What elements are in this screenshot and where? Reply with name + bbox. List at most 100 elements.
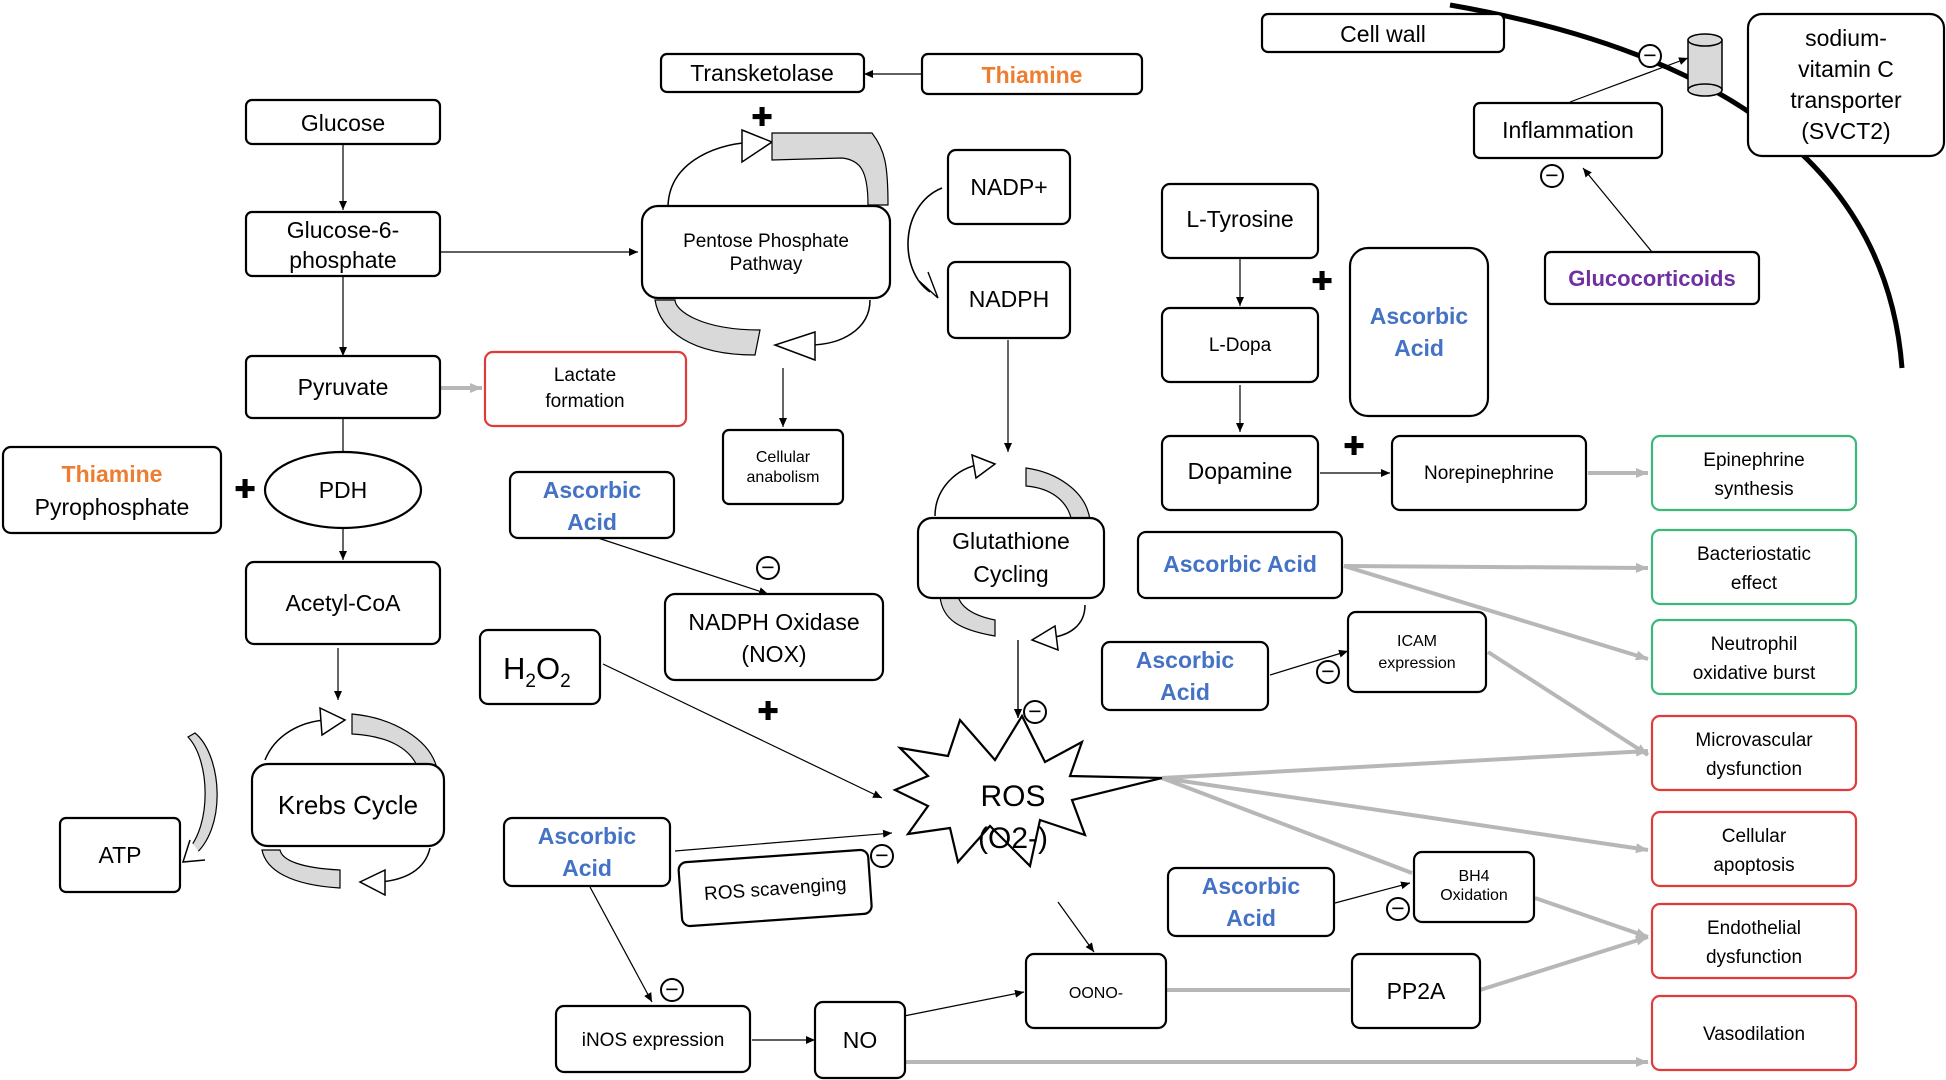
minus-icon: − (660, 976, 684, 1002)
svg-text:−: − (1643, 42, 1656, 68)
ros-node: ROS(O2-) (892, 713, 1163, 869)
oono-node: OONO- (1024, 952, 1168, 1030)
plus-icon: ✚ (1311, 266, 1333, 296)
nadp-node: NADP+ (946, 148, 1072, 226)
svg-text:iNOS expression: iNOS expression (582, 1030, 725, 1051)
svg-text:ROS(O2-): ROS(O2-) (978, 780, 1048, 855)
svg-text:L-Tyrosine: L-Tyrosine (1186, 206, 1293, 232)
nadph-node: NADPH (946, 260, 1072, 340)
inos-expression-node: iNOS expression (554, 1004, 752, 1074)
acetyl-coa-node: Acetyl-CoA (244, 560, 442, 646)
svg-text:−: − (1321, 658, 1334, 684)
svg-text:Acetyl-CoA: Acetyl-CoA (285, 590, 401, 616)
svg-text:−: − (875, 842, 888, 868)
svg-text:NO: NO (843, 1027, 878, 1053)
connectors (334, 57, 1689, 1067)
nadp-cycle-arrow (907, 187, 943, 299)
cell-wall-label: Cell wall (1260, 12, 1506, 54)
minus-icon: − (1540, 162, 1564, 188)
minus-icon: − (1386, 895, 1410, 921)
svg-text:OONO-: OONO- (1069, 985, 1123, 1002)
atp-node: ATP (58, 816, 182, 894)
pp2a-node: PP2A (1350, 952, 1482, 1030)
minus-icon: − (1638, 42, 1662, 68)
svg-text:Glucose-6-phosphate: Glucose-6-phosphate (287, 217, 399, 273)
svg-text:−: − (761, 554, 774, 580)
minus-icon: − (756, 554, 780, 580)
svg-text:L-Dopa: L-Dopa (1209, 335, 1272, 356)
svg-text:−: − (1391, 895, 1404, 921)
svg-text:−: − (1545, 162, 1558, 188)
ros-scavenging-node: ROS scavenging (677, 848, 873, 928)
outcome-vasodilation: Vasodilation (1650, 994, 1858, 1072)
svg-text:Pyruvate: Pyruvate (298, 374, 389, 400)
glucocorticoids-node: Glucocorticoids (1543, 250, 1761, 306)
svg-text:Glucose: Glucose (301, 110, 385, 136)
plus-icon: ✚ (751, 102, 773, 132)
ascorbic-acid-bacteriostatic-node: Ascorbic Acid (1136, 530, 1344, 600)
svg-text:Glucocorticoids: Glucocorticoids (1568, 266, 1735, 291)
glucose-6-phosphate-node: Glucose-6-phosphate (244, 210, 442, 278)
l-dopa-node: L-Dopa (1160, 306, 1320, 384)
minus-icon: − (870, 842, 894, 868)
svct2-transporter-icon (1687, 33, 1723, 97)
plus-icons: ✚ ✚ ✚ ✚ ✚ (234, 102, 1365, 726)
inflammation-node: Inflammation (1472, 101, 1664, 160)
svg-text:−: − (665, 976, 678, 1002)
minus-icon: − (1023, 698, 1047, 724)
glucose-node: Glucose (244, 98, 442, 146)
svg-text:Inflammation: Inflammation (1502, 117, 1634, 143)
krebs-cycle-node: Krebs Cycle (250, 762, 446, 848)
svg-text:Transketolase: Transketolase (690, 60, 834, 86)
pentose-cycle-arrows (654, 128, 889, 362)
svg-text:Krebs Cycle: Krebs Cycle (278, 790, 418, 820)
dopamine-node: Dopamine (1160, 434, 1320, 512)
pdh-node: PDH (263, 450, 423, 530)
svg-text:NADP+: NADP+ (970, 174, 1047, 200)
svg-text:NADPH: NADPH (969, 286, 1050, 312)
svg-text:H2O2: H2O2 (503, 651, 571, 692)
no-node: NO (813, 1000, 907, 1080)
plus-icon: ✚ (234, 474, 256, 504)
glutathione-cycle-arrows (934, 453, 1091, 652)
svg-text:Vasodilation: Vasodilation (1703, 1024, 1805, 1045)
svg-text:PDH: PDH (319, 477, 368, 503)
norepinephrine-node: Norepinephrine (1390, 434, 1588, 512)
minus-icon: − (1316, 658, 1340, 684)
svg-text:PP2A: PP2A (1387, 978, 1446, 1004)
atp-arrow (181, 732, 218, 863)
